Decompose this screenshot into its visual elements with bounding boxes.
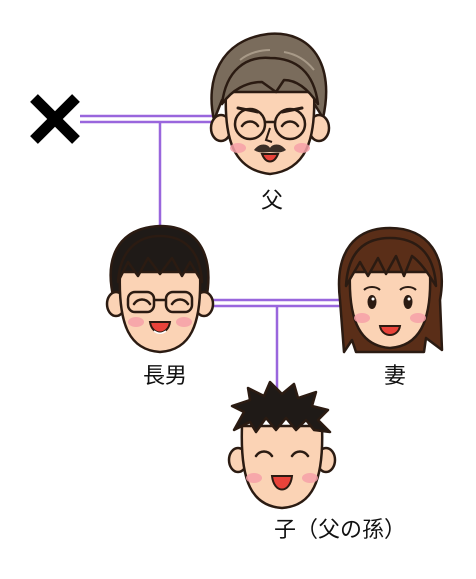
child-portrait [227, 380, 337, 510]
father-portrait [209, 32, 331, 176]
eldest-son-portrait [105, 224, 215, 354]
child-label: 子（父の孫） [274, 518, 406, 543]
father-label: 父 [261, 189, 283, 214]
wife-portrait [337, 226, 444, 354]
relation-lines [80, 114, 345, 395]
wife-label: 妻 [384, 364, 406, 389]
eldest-son-label: 長男 [143, 364, 187, 389]
deceased-mark-icon [30, 94, 80, 144]
